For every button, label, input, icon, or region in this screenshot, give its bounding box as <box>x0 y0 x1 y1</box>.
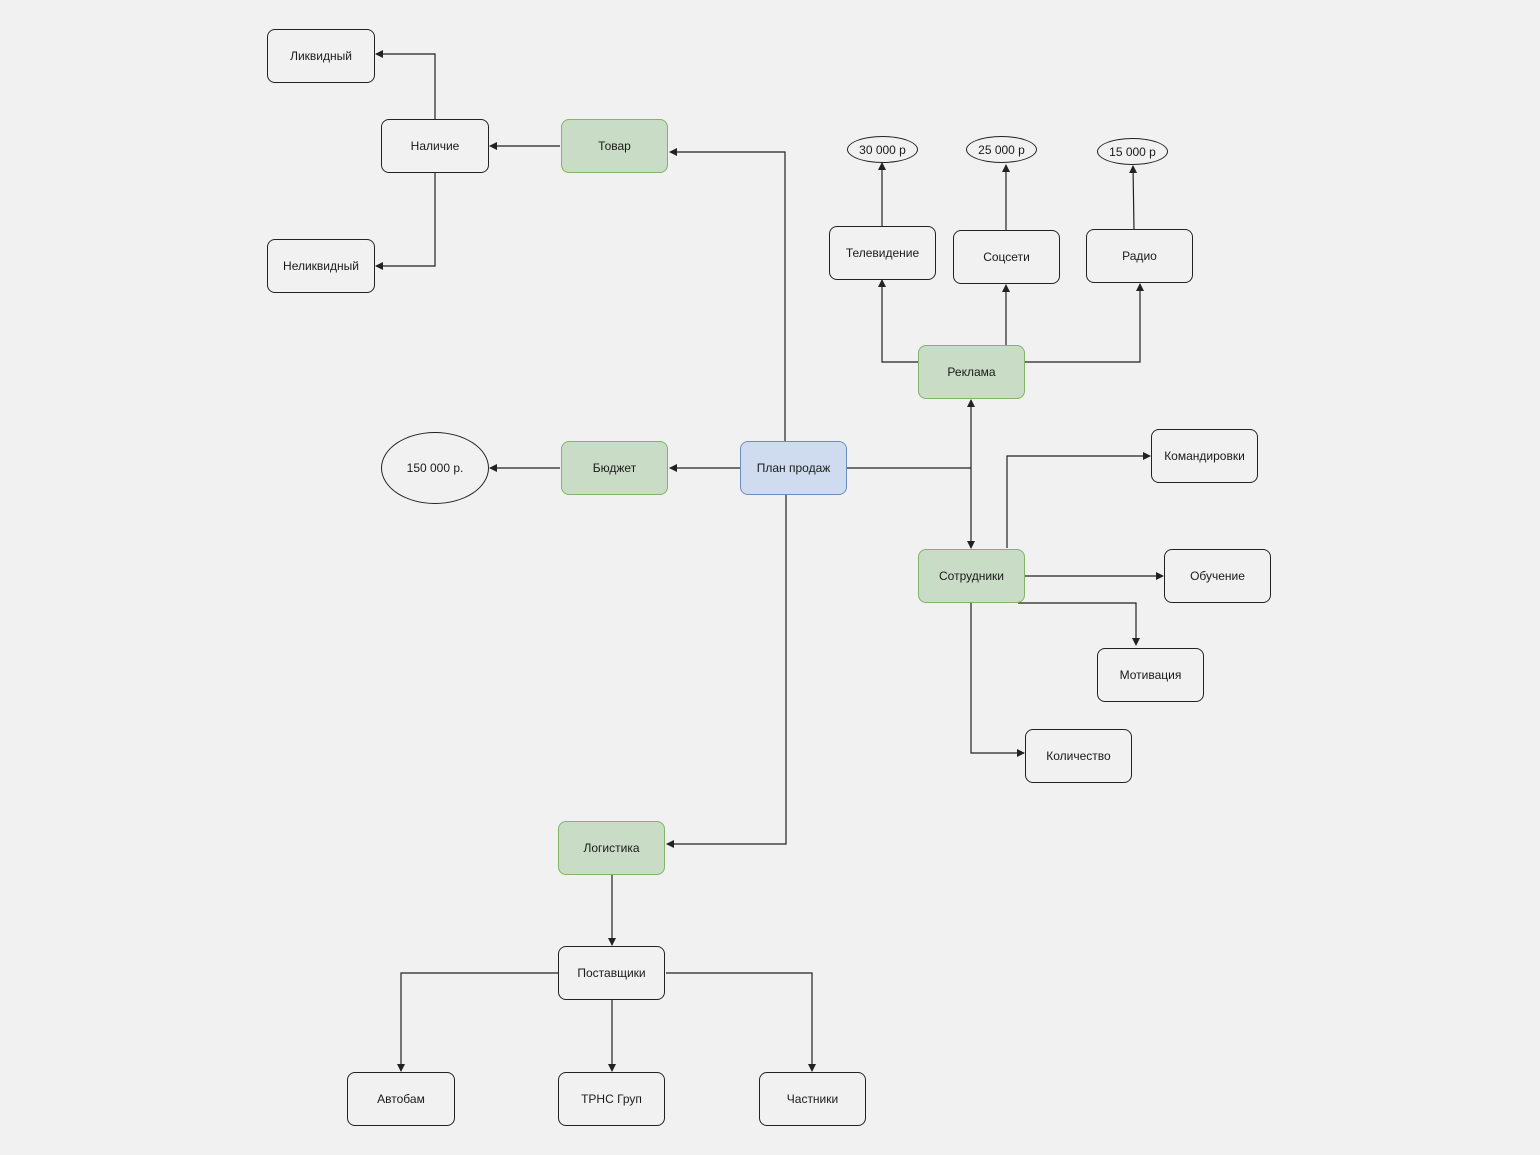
node-label: Логистика <box>583 841 640 855</box>
edge-postavshchiki-chastniki <box>666 972 816 1072</box>
node-kolichestvo[interactable]: Количество <box>1025 729 1132 783</box>
node-sotrudniki[interactable]: Сотрудники <box>918 549 1025 603</box>
node-label: Телевидение <box>845 246 920 260</box>
node-label: Ликвидный <box>290 49 352 63</box>
node-label: Соцсети <box>983 250 1030 264</box>
edge-reklama-radio <box>1025 283 1144 363</box>
edge-nalichie-likvidny <box>375 50 436 119</box>
node-radio-price[interactable]: 15 000 р <box>1097 138 1168 165</box>
node-plan-prodazh[interactable]: План продаж <box>740 441 847 495</box>
node-postavshchiki[interactable]: Поставщики <box>558 946 665 1000</box>
edge-radio-price <box>1129 165 1138 230</box>
node-avtobam[interactable]: Автобам <box>347 1072 455 1126</box>
edge-nalichie-nelikvidny <box>375 173 436 270</box>
node-label: Количество <box>1046 749 1111 763</box>
node-label: Бюджет <box>592 461 637 475</box>
node-label: Реклама <box>947 365 996 379</box>
node-radio[interactable]: Радио <box>1086 229 1193 283</box>
node-label: 30 000 р <box>859 142 906 157</box>
edge-sotrudniki-kolichestvo <box>970 603 1025 757</box>
node-label: Радио <box>1122 249 1157 263</box>
edge-sotrudniki-komandirovki <box>1006 452 1151 548</box>
node-budget[interactable]: Бюджет <box>561 441 668 495</box>
node-label: 25 000 р <box>978 142 1025 157</box>
node-label: 150 000 р. <box>406 461 464 475</box>
edge-plan-tovar <box>669 148 786 441</box>
node-label: 15 000 р <box>1109 144 1156 159</box>
node-label: ТРНС Груп <box>581 1092 642 1106</box>
node-reklama[interactable]: Реклама <box>918 345 1025 399</box>
node-label: Автобам <box>377 1092 425 1106</box>
node-label: План продаж <box>756 461 831 475</box>
node-tovar[interactable]: Товар <box>561 119 668 173</box>
node-likvidny[interactable]: Ликвидный <box>267 29 375 83</box>
node-label: Неликвидный <box>283 259 359 273</box>
node-label: Обучение <box>1190 569 1245 583</box>
node-socseti-price[interactable]: 25 000 р <box>966 136 1037 163</box>
node-nelikvidny[interactable]: Неликвидный <box>267 239 375 293</box>
node-budget-amount[interactable]: 150 000 р. <box>381 432 489 504</box>
node-label: Товар <box>598 139 631 153</box>
node-chastniki[interactable]: Частники <box>759 1072 866 1126</box>
node-label: Частники <box>786 1092 839 1106</box>
node-socseti[interactable]: Соцсети <box>953 230 1060 284</box>
node-label: Наличие <box>410 139 460 153</box>
node-komandirovki[interactable]: Командировки <box>1151 429 1258 483</box>
edge-sotrudniki-motivaciya <box>1018 602 1140 646</box>
edge-postavshchiki-avtobam <box>397 972 558 1072</box>
node-label: Поставщики <box>577 966 646 980</box>
edge-reklama-tv <box>878 279 918 363</box>
node-logistika[interactable]: Логистика <box>558 821 665 875</box>
node-trns-grup[interactable]: ТРНС Груп <box>558 1072 665 1126</box>
node-tv-price[interactable]: 30 000 р <box>847 136 918 163</box>
node-obuchenie[interactable]: Обучение <box>1164 549 1271 603</box>
node-televidenie[interactable]: Телевидение <box>829 226 936 280</box>
node-label: Сотрудники <box>939 569 1004 583</box>
edge-plan-logistika <box>666 495 787 848</box>
node-label: Мотивация <box>1119 668 1182 682</box>
node-nalichie[interactable]: Наличие <box>381 119 489 173</box>
node-label: Командировки <box>1164 449 1245 463</box>
node-motivaciya[interactable]: Мотивация <box>1097 648 1204 702</box>
